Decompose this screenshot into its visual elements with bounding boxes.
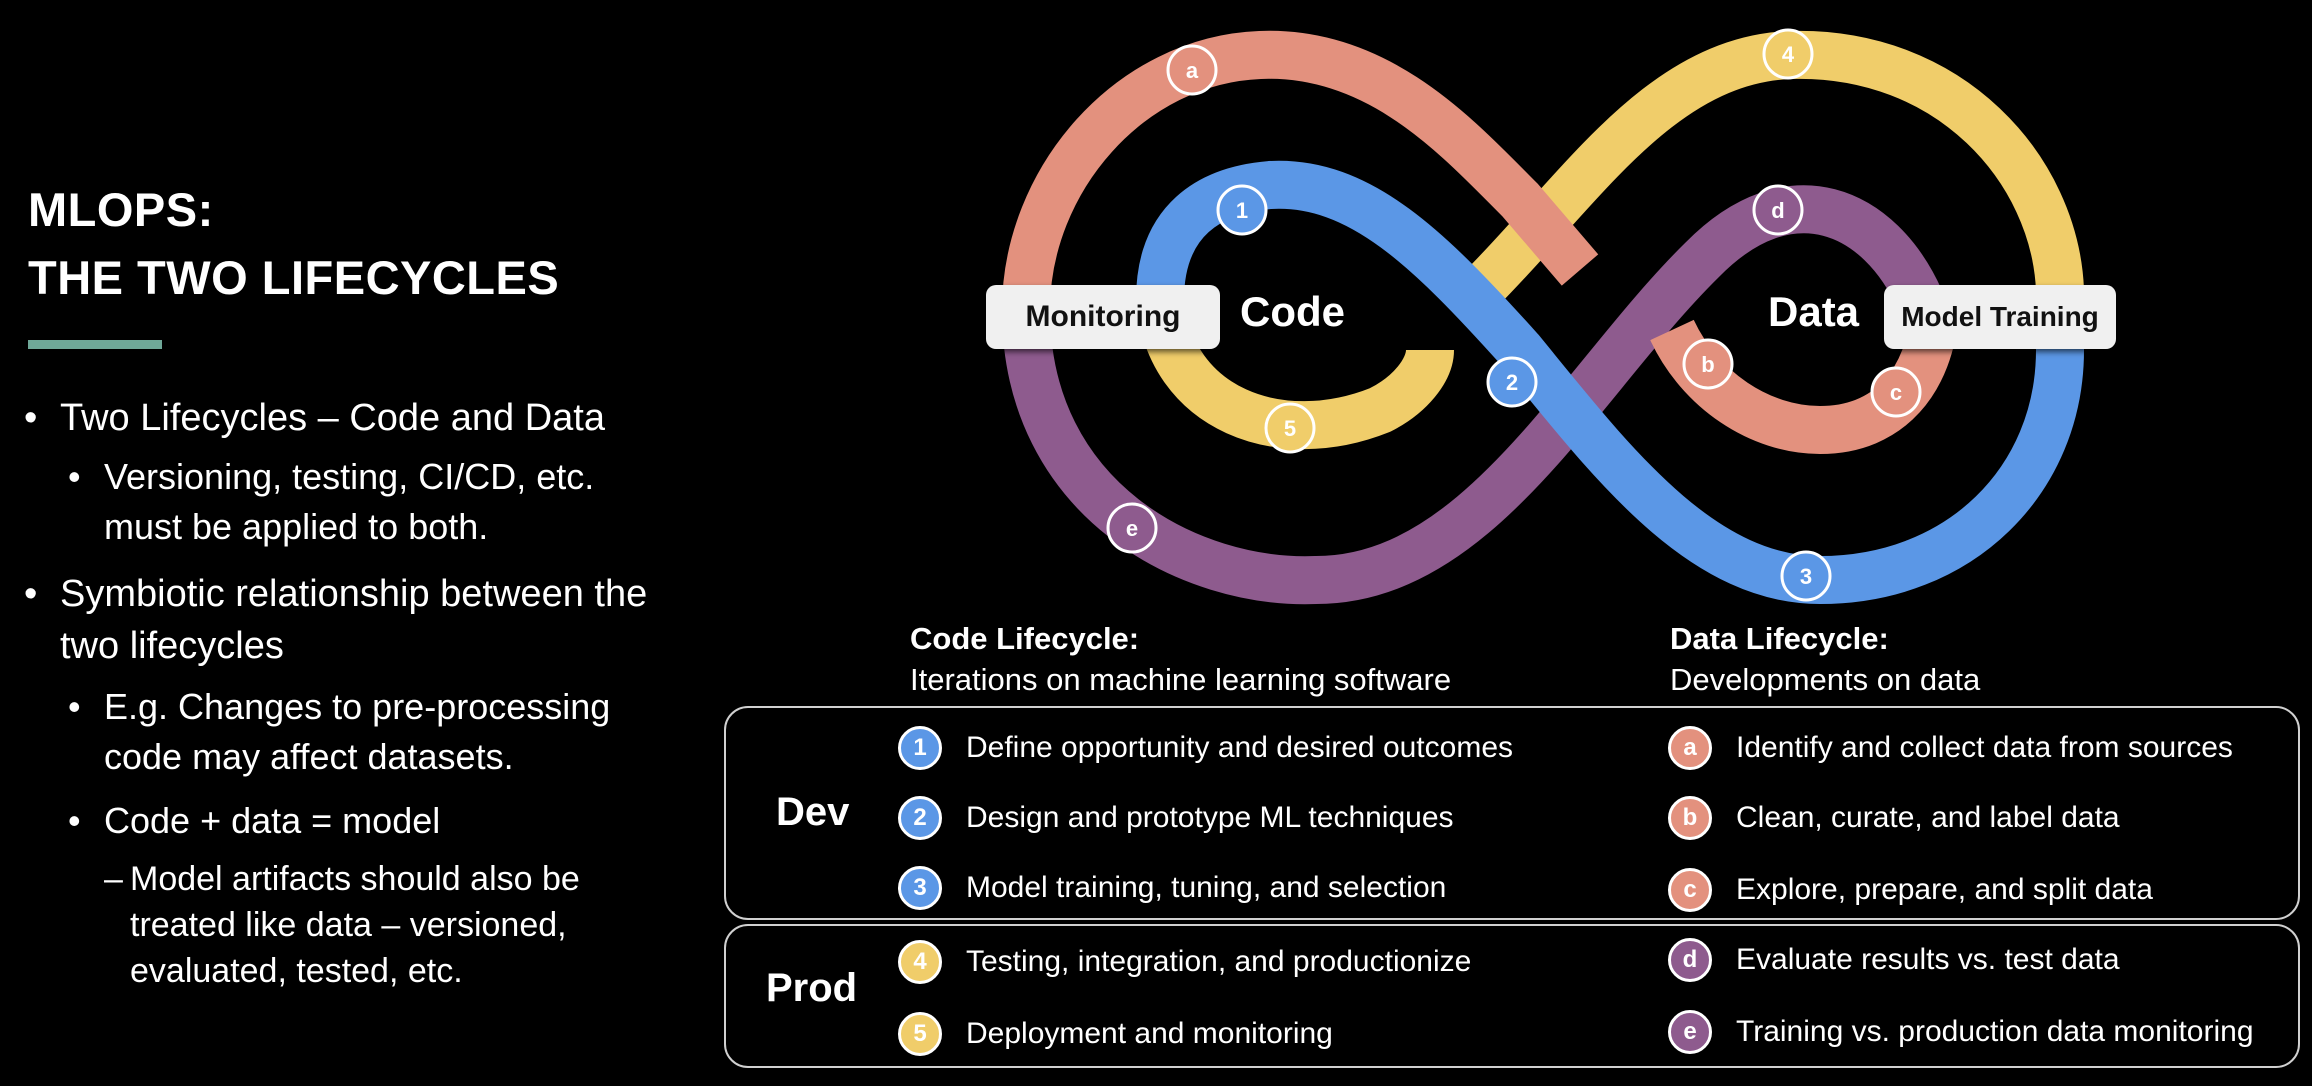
sub-bullet-item: Code + data = model xyxy=(68,796,688,846)
data-loop-label: Data xyxy=(1768,288,1860,335)
title-underline xyxy=(28,340,162,349)
svg-text:1: 1 xyxy=(1236,198,1248,223)
step-text: Define opportunity and desired outcomes xyxy=(966,731,1514,764)
code-step-1: 1 Define opportunity and desired outcome… xyxy=(898,726,1513,770)
marker-c: c xyxy=(1870,366,1922,418)
step-badge: 4 xyxy=(898,940,942,984)
step-badge: 2 xyxy=(898,796,942,840)
yellow-band xyxy=(1136,296,1454,450)
code-step-5: 5 Deployment and monitoring xyxy=(898,1012,1333,1056)
step-text: Testing, integration, and productionize xyxy=(966,945,1472,978)
code-step-4: 4 Testing, integration, and productioniz… xyxy=(898,940,1471,984)
dev-phase-box xyxy=(724,706,2300,920)
data-step-b: b Clean, curate, and label data xyxy=(1668,796,2120,840)
marker-b: b xyxy=(1682,338,1734,390)
data-step-c: c Explore, prepare, and split data xyxy=(1668,868,2153,912)
slide-title-line2: THE TWO LIFECYCLES xyxy=(28,251,560,304)
prod-phase-label: Prod xyxy=(766,966,858,1010)
marker-e: e xyxy=(1106,502,1158,554)
sub-sub-bullet-text: Model artifacts should also be treated l… xyxy=(130,860,580,990)
bullet-text: Symbiotic relationship between the two l… xyxy=(60,573,648,667)
code-step-3: 3 Model training, tuning, and selection xyxy=(898,866,1446,910)
step-text: Model training, tuning, and selection xyxy=(966,871,1447,904)
svg-text:2: 2 xyxy=(1506,370,1518,395)
marker-2: 2 xyxy=(1486,356,1538,408)
svg-text:d: d xyxy=(1771,198,1784,223)
data-lifecycle-heading: Data Lifecycle: Developments on data xyxy=(1670,618,1980,700)
bullet-text: Two Lifecycles – Code and Data xyxy=(60,397,605,439)
sub-bullet-item: Versioning, testing, CI/CD, etc. must be… xyxy=(68,452,668,552)
step-text: Training vs. production data monitoring xyxy=(1736,1015,2254,1048)
marker-a: a xyxy=(1166,44,1218,96)
svg-text:b: b xyxy=(1701,352,1714,377)
step-badge: d xyxy=(1668,938,1712,982)
step-text: Identify and collect data from sources xyxy=(1736,731,2233,764)
step-text: Deployment and monitoring xyxy=(966,1017,1333,1050)
dev-phase-label: Dev xyxy=(776,790,850,834)
sub-bullet-text: E.g. Changes to pre-processing code may … xyxy=(104,686,611,777)
sub-bullet-text: Versioning, testing, CI/CD, etc. must be… xyxy=(104,456,595,547)
data-step-d: d Evaluate results vs. test data xyxy=(1668,938,2120,982)
prod-phase-box xyxy=(724,924,2300,1068)
step-badge: a xyxy=(1668,726,1712,770)
bullet-item: Two Lifecycles – Code and Data xyxy=(24,392,605,444)
step-badge: b xyxy=(1668,796,1712,840)
data-lifecycle-title: Data Lifecycle: xyxy=(1670,621,1889,656)
sub-sub-bullet-item: Model artifacts should also be treated l… xyxy=(104,856,664,994)
step-badge: 5 xyxy=(898,1012,942,1056)
svg-text:e: e xyxy=(1126,516,1138,541)
marker-4: 4 xyxy=(1762,28,1814,80)
code-loop-label: Code xyxy=(1240,288,1345,335)
data-lifecycle-subtitle: Developments on data xyxy=(1670,662,1981,697)
step-text: Design and prototype ML techniques xyxy=(966,801,1454,834)
marker-d: d xyxy=(1752,184,1804,236)
svg-text:4: 4 xyxy=(1782,42,1795,67)
marker-3: 3 xyxy=(1780,550,1832,602)
salmon-band-upper xyxy=(1002,30,1599,311)
monitoring-pill: Monitoring xyxy=(986,285,1220,349)
step-text: Clean, curate, and label data xyxy=(1736,801,2120,834)
lifecycle-loop-diagram: a 4 1 d 2 b c 5 e 3 xyxy=(1002,28,2084,605)
slide-title-line1: MLOPS: xyxy=(28,183,214,236)
step-text: Explore, prepare, and split data xyxy=(1736,873,2153,906)
model-training-pill: Model Training xyxy=(1884,285,2116,349)
code-step-2: 2 Design and prototype ML techniques xyxy=(898,796,1454,840)
step-badge: c xyxy=(1668,868,1712,912)
svg-text:a: a xyxy=(1186,58,1199,83)
svg-text:3: 3 xyxy=(1800,564,1812,589)
code-lifecycle-heading: Code Lifecycle: Iterations on machine le… xyxy=(910,618,1451,700)
code-lifecycle-subtitle: Iterations on machine learning software xyxy=(910,662,1452,697)
step-badge: 1 xyxy=(898,726,942,770)
data-step-e: e Training vs. production data monitorin… xyxy=(1668,1010,2254,1054)
step-text: Evaluate results vs. test data xyxy=(1736,943,2120,976)
marker-5: 5 xyxy=(1264,402,1316,454)
svg-text:c: c xyxy=(1890,380,1902,405)
sub-bullet-text: Code + data = model xyxy=(104,800,441,841)
code-lifecycle-title: Code Lifecycle: xyxy=(910,621,1140,656)
slide-title: MLOPS: THE TWO LIFECYCLES xyxy=(28,176,559,312)
step-badge: e xyxy=(1668,1010,1712,1054)
svg-text:5: 5 xyxy=(1284,416,1296,441)
bullet-item: Symbiotic relationship between the two l… xyxy=(24,568,664,672)
sub-bullet-item: E.g. Changes to pre-processing code may … xyxy=(68,682,688,782)
marker-1: 1 xyxy=(1216,184,1268,236)
step-badge: 3 xyxy=(898,866,942,910)
data-step-a: a Identify and collect data from sources xyxy=(1668,726,2233,770)
